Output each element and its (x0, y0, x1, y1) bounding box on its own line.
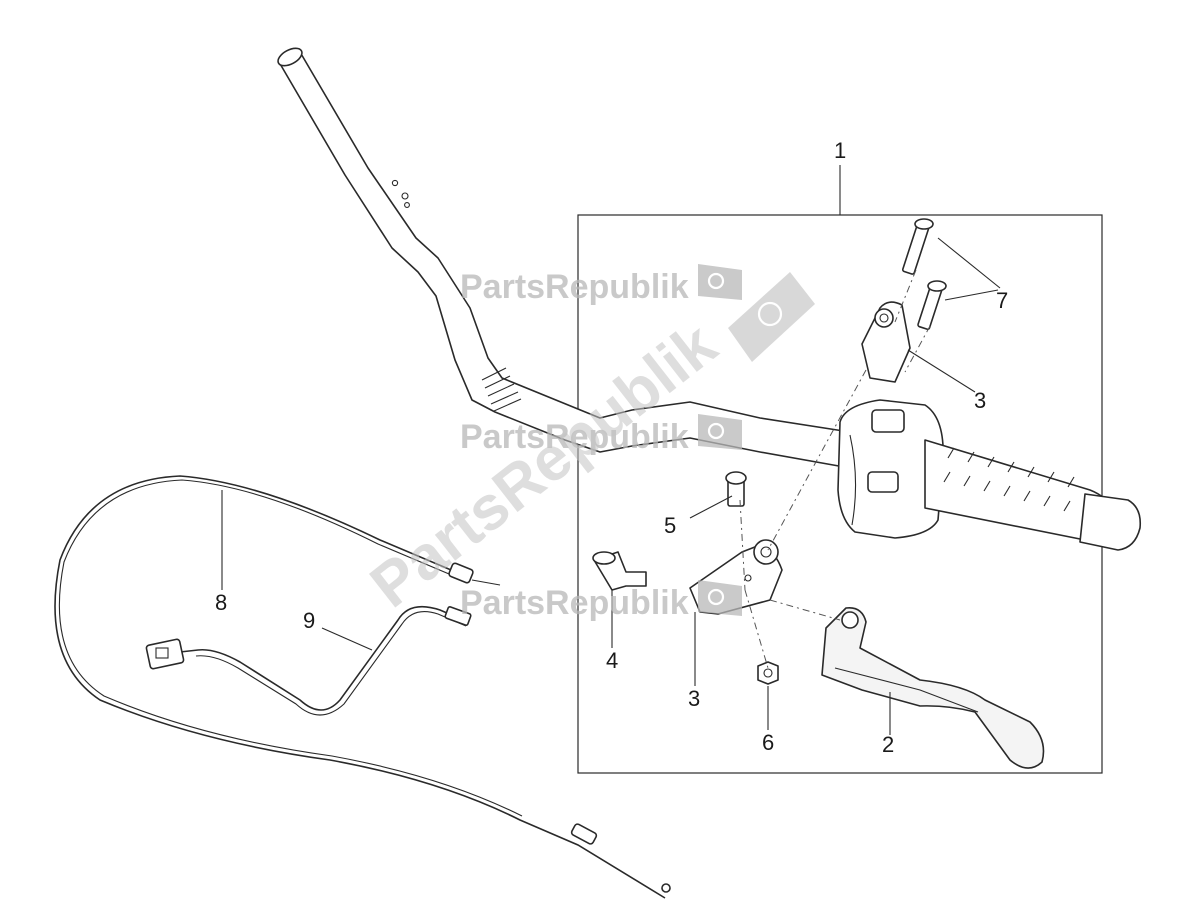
switch-wire (145, 605, 472, 716)
callout-7: 7 (996, 288, 1008, 313)
grip-texture (943, 447, 1075, 512)
switch-housing (837, 399, 944, 539)
callout-4: 4 (606, 648, 618, 673)
svg-text:PartsRepublik: PartsRepublik (358, 310, 729, 621)
upper-clamp (861, 301, 911, 383)
callout-2: 2 (882, 732, 894, 757)
handlebar-knurling (481, 367, 522, 412)
grip (924, 439, 1142, 551)
callout-9: 9 (303, 608, 315, 633)
callout-5: 5 (664, 513, 676, 538)
pin (725, 471, 747, 507)
callouts: 1 7 3 5 4 3 6 2 8 9 (215, 138, 1008, 757)
callout-3-upper: 3 (974, 388, 986, 413)
bolts (901, 218, 947, 331)
svg-text:PartsRepublik: PartsRepublik (460, 584, 689, 622)
callout-6: 6 (762, 730, 774, 755)
handlebar (277, 47, 851, 469)
callout-3-lower: 3 (688, 686, 700, 711)
clutch-cable (54, 475, 671, 899)
callout-8: 8 (215, 590, 227, 615)
nut (757, 661, 779, 685)
assembly-lines (739, 269, 931, 669)
lever (821, 606, 1045, 769)
adjuster (592, 551, 647, 591)
svg-text:PartsRepublik: PartsRepublik (460, 268, 689, 306)
watermark-middle: PartsRepublik (460, 414, 742, 456)
callout-1: 1 (834, 138, 846, 163)
watermark-bottom: PartsRepublik (460, 580, 742, 622)
watermark-top: PartsRepublik (460, 264, 742, 306)
leader-lines (221, 165, 1001, 735)
svg-text:PartsRepublik: PartsRepublik (460, 418, 689, 456)
